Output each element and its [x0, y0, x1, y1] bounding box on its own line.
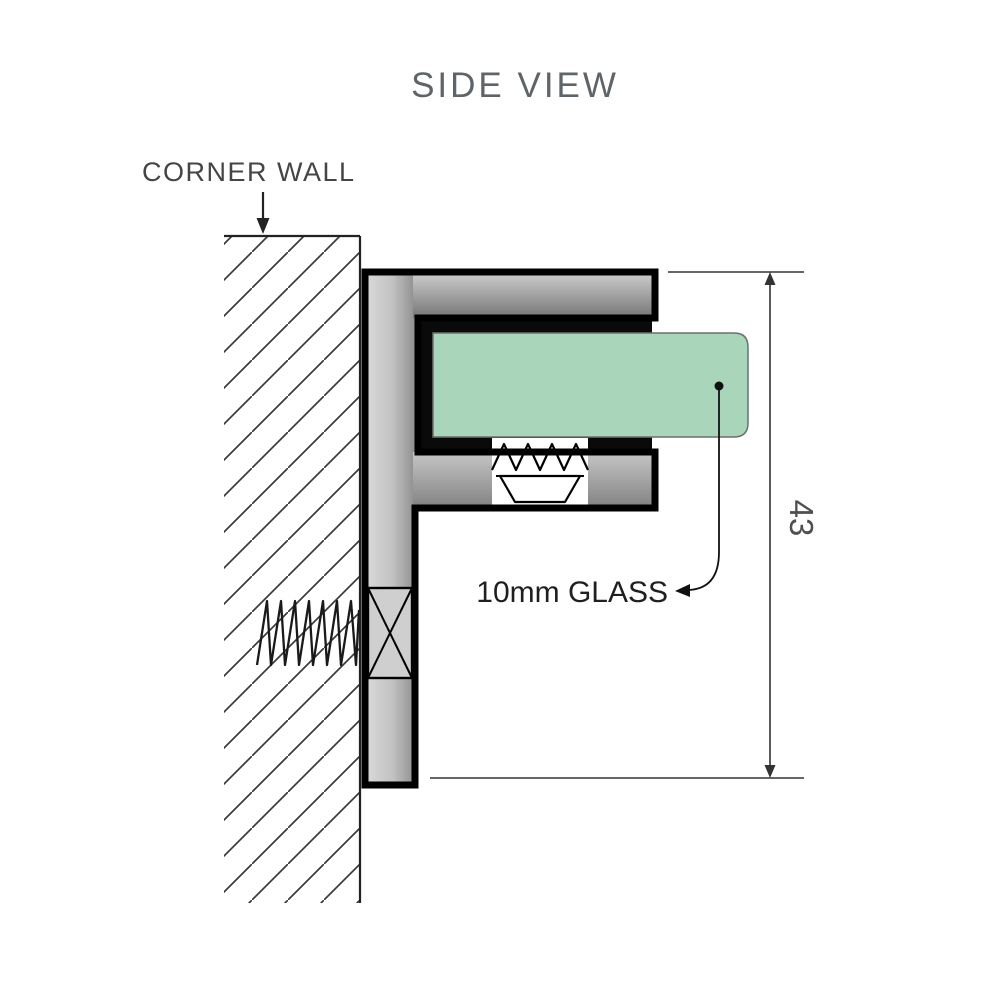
grub-screw	[491, 438, 589, 506]
height-dimension: 43	[430, 271, 820, 779]
glass-panel	[432, 332, 749, 438]
corner-wall-label: CORNER WALL	[142, 157, 356, 187]
dimension-arrow-up	[764, 272, 776, 285]
corner-wall-arrow	[256, 192, 270, 234]
dimension-value: 43	[783, 500, 820, 537]
glass-callout-label: 10mm GLASS	[476, 576, 668, 609]
grub-screw-tip	[498, 474, 582, 504]
bracket-outline	[361, 268, 659, 789]
wall-hatching	[224, 237, 359, 903]
callout-arrowhead	[675, 584, 690, 597]
page-title: SIDE VIEW	[411, 66, 619, 105]
glass-callout: 10mm GLASS	[476, 381, 724, 609]
corner-wall	[224, 234, 362, 903]
gasket-channel	[418, 315, 652, 455]
bracket-top-arm	[413, 272, 655, 318]
wall-fixing-screw	[255, 586, 414, 680]
dimension-arrow-down	[764, 765, 776, 778]
bracket-spine	[365, 272, 415, 785]
glass-clamp-bracket	[361, 268, 659, 789]
screw-threads	[255, 599, 361, 667]
callout-leader-line	[687, 386, 720, 591]
